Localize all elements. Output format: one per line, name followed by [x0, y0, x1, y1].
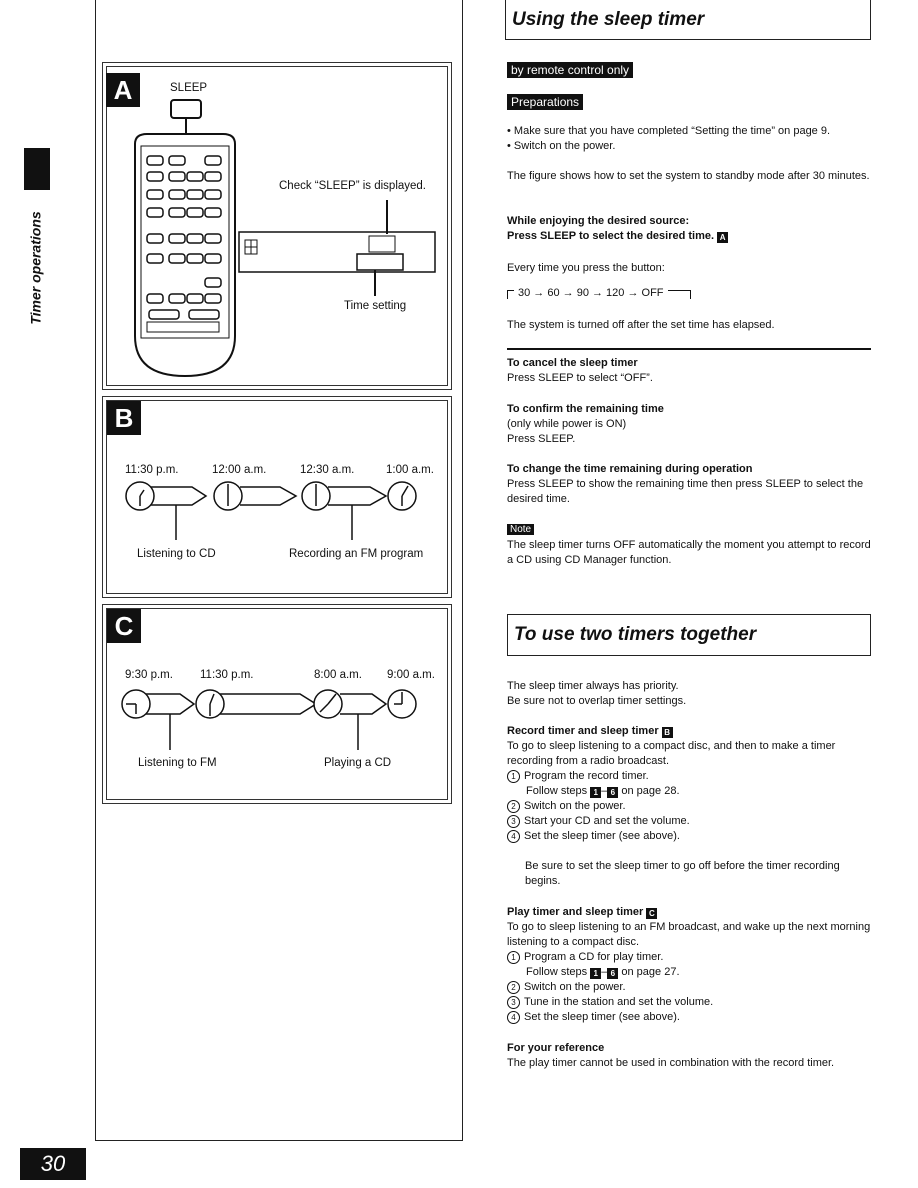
playing-cd-label: Playing a CD — [324, 757, 392, 769]
timeline-time: 11:30 p.m. — [125, 464, 179, 476]
every-time-text: Every time you press the button: — [507, 262, 665, 274]
reference-block: For your reference The play timer cannot… — [507, 1042, 835, 1069]
panel-ref-badge: A — [717, 232, 729, 243]
listening-cd-label: Listening to CD — [137, 548, 216, 560]
note-text: The sleep timer turns OFF automatically … — [507, 539, 871, 566]
panel-ref-badge: C — [646, 908, 658, 919]
section-divider — [507, 348, 871, 350]
panel-b-letter: B — [107, 401, 141, 435]
time-setting-caption: Time setting — [344, 300, 407, 312]
change-block: To change the time remaining during oper… — [507, 463, 864, 505]
sleep-sequence: 30 → 60 → 90 → 120 → OFF — [507, 286, 737, 301]
page-number: 30 — [20, 1148, 86, 1180]
check-sleep-caption: Check “SLEEP” is displayed. — [279, 180, 427, 192]
timeline-time: 12:00 a.m. — [212, 464, 267, 476]
timeline-time: 12:30 a.m. — [300, 464, 355, 476]
timeline-time: 1:00 a.m. — [386, 464, 434, 476]
timeline-b-diagram — [125, 481, 417, 540]
record-warning: Be sure to set the sleep timer to go off… — [525, 860, 840, 887]
remote-only-tag: by remote control only — [507, 62, 634, 78]
panel-c-letter: C — [107, 609, 141, 643]
sleep-button-label: SLEEP — [170, 82, 208, 94]
confirm-block: To confirm the remaining time (only whil… — [507, 403, 664, 445]
sleep-timer-heading: Using the sleep timer — [505, 0, 871, 40]
play-timer-block: Play timer and sleep timer C To go to sl… — [507, 906, 871, 1024]
preparation-item: • Make sure that you have completed “Set… — [507, 125, 831, 137]
sleep-button-icon — [170, 99, 202, 119]
timeline-time: 8:00 a.m. — [314, 669, 362, 681]
panel-a-letter: A — [106, 73, 140, 107]
section-tab-label: Timer operations — [28, 211, 45, 325]
panel-ref-badge: B — [661, 727, 673, 738]
timeline-time: 9:30 p.m. — [125, 669, 173, 681]
sleep-result-text: The system is turned off after the set t… — [507, 319, 775, 331]
two-timers-heading: To use two timers together — [507, 614, 871, 656]
sleep-intro: The figure shows how to set the system t… — [507, 170, 870, 182]
two-timers-intro: The sleep timer always has priority. Be … — [507, 680, 687, 707]
remote-control-illustration — [134, 99, 436, 378]
section-tab-marker — [24, 148, 50, 190]
recording-fm-label: Recording an FM program — [289, 548, 424, 560]
cancel-block: To cancel the sleep timer Press SLEEP to… — [507, 357, 653, 384]
timeline-time: 11:30 p.m. — [200, 669, 254, 681]
record-timer-block: Record timer and sleep timer B To go to … — [507, 725, 836, 843]
left-column-frame — [95, 0, 463, 1141]
timeline-time: 9:00 a.m. — [387, 669, 435, 681]
display-illustration — [238, 231, 436, 273]
timeline-c-diagram — [121, 689, 417, 750]
preparation-list: • Make sure that you have completed “Set… — [507, 124, 873, 154]
preparations-tag: Preparations — [507, 94, 584, 110]
step-instruction: While enjoying the desired source: Press… — [507, 214, 873, 244]
preparation-item: • Switch on the power. — [507, 140, 616, 152]
note-tag: Note — [507, 524, 535, 535]
listening-fm-label: Listening to FM — [138, 757, 217, 769]
